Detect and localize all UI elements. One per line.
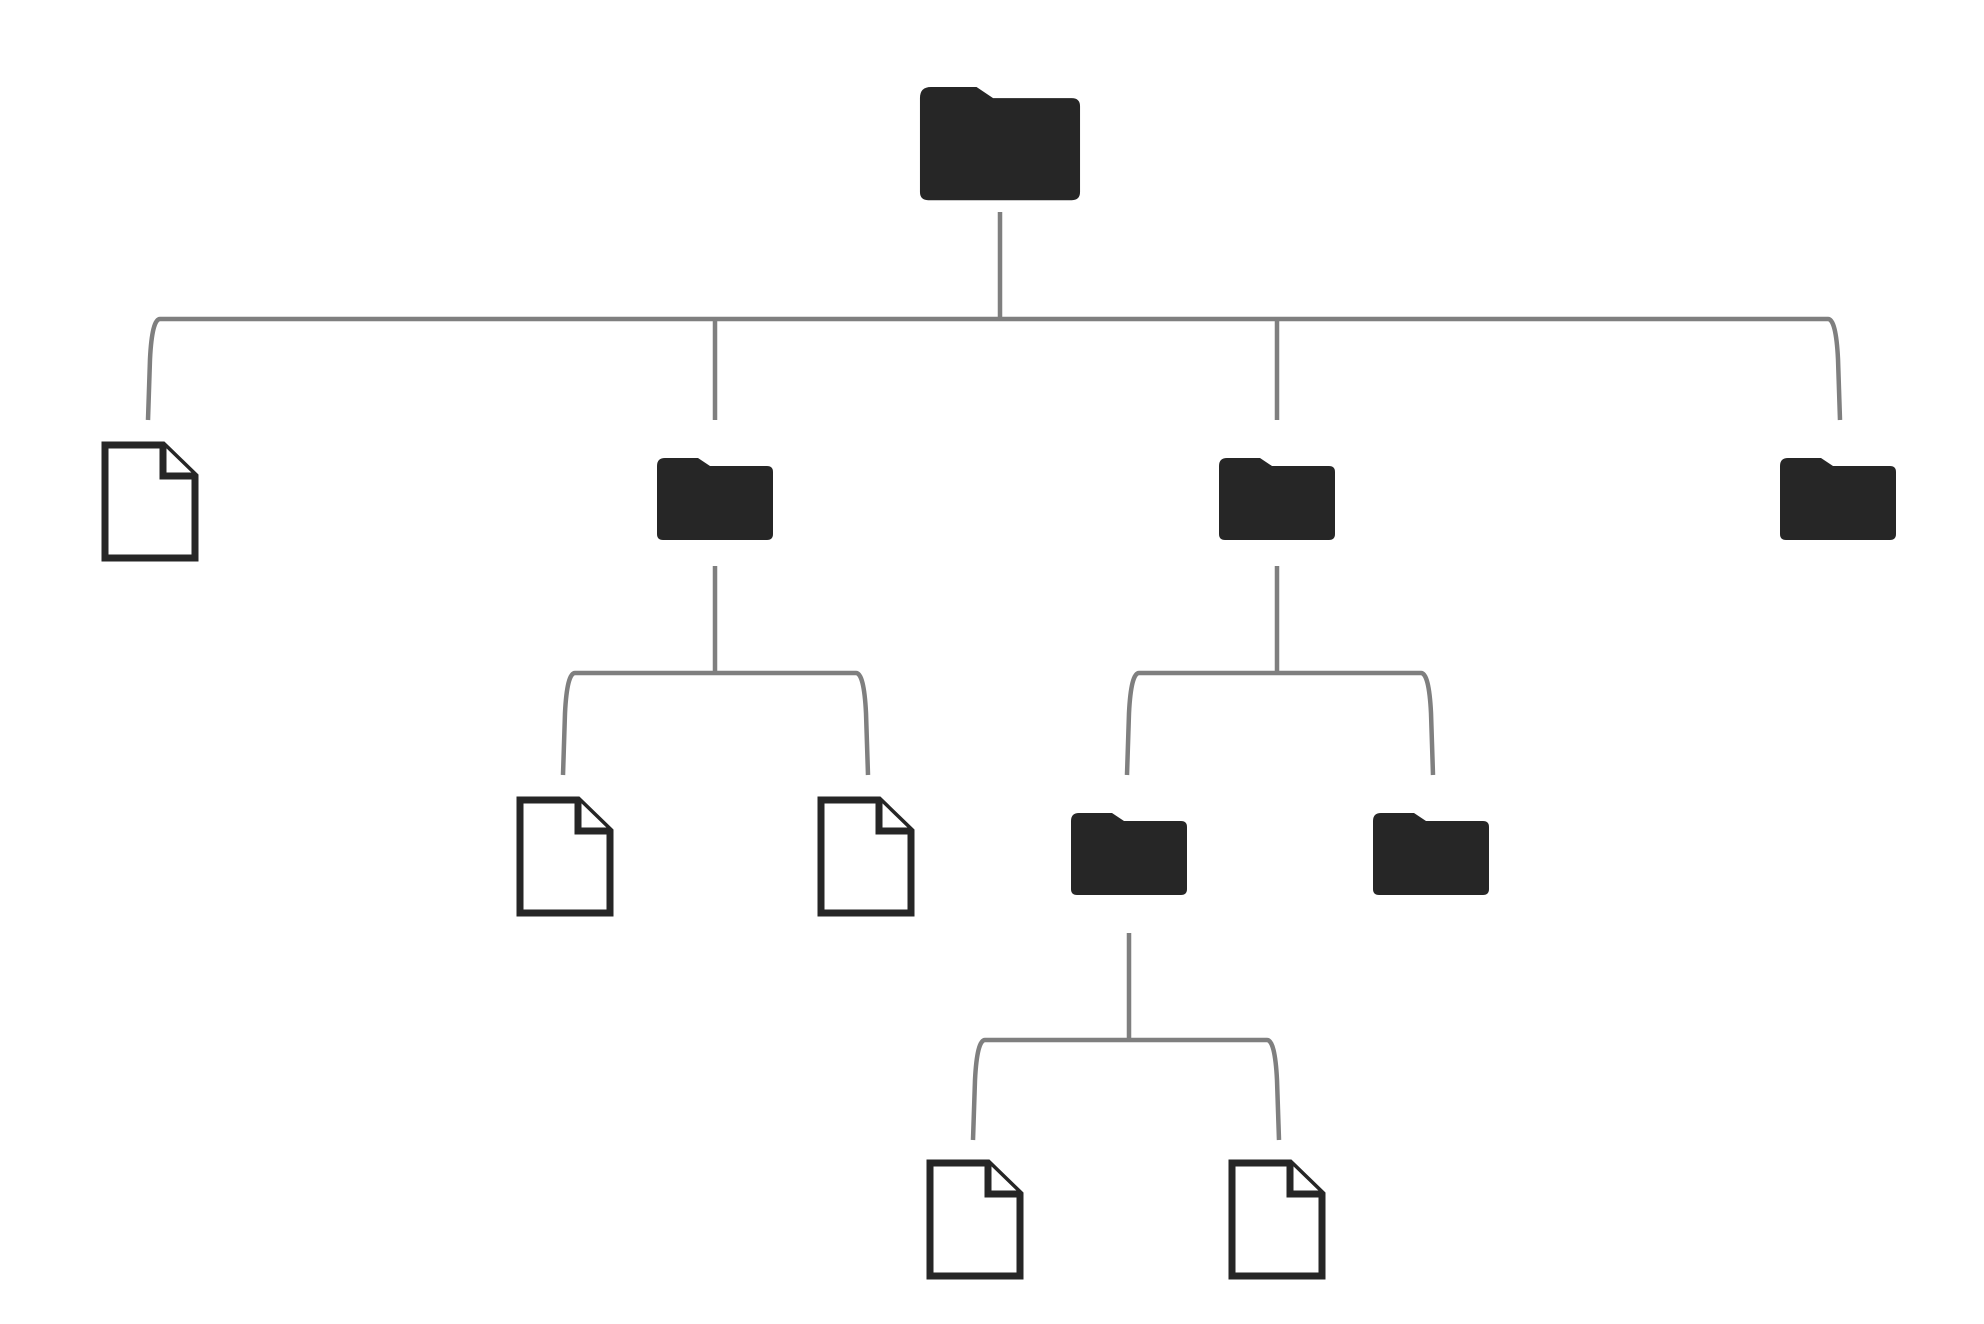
node-0-file-icon[interactable] <box>101 441 199 562</box>
tree-connectors <box>145 212 1843 1141</box>
node-3-folder-icon[interactable] <box>1780 458 1896 540</box>
connector-drop <box>1827 316 1843 421</box>
node-2-folder-icon[interactable] <box>1219 458 1335 540</box>
connector-drop <box>560 670 576 776</box>
tree-nodes <box>101 87 1896 1280</box>
node-root-folder-icon[interactable] <box>919 87 1081 201</box>
connector-drop <box>855 670 871 776</box>
node-2-0-1-file-icon[interactable] <box>1228 1159 1326 1280</box>
connector-drop <box>1266 1037 1282 1141</box>
node-1-folder-icon[interactable] <box>657 458 773 540</box>
connector-drop <box>145 316 161 421</box>
node-2-1-folder-icon[interactable] <box>1373 813 1489 895</box>
connector-drop <box>970 1037 986 1141</box>
node-1-1-file-icon[interactable] <box>817 796 915 917</box>
connector-drop <box>1124 670 1140 776</box>
node-1-0-file-icon[interactable] <box>516 796 614 917</box>
node-2-0-0-file-icon[interactable] <box>926 1159 1024 1280</box>
node-2-0-folder-icon[interactable] <box>1071 813 1187 895</box>
connector-drop <box>1420 670 1436 776</box>
